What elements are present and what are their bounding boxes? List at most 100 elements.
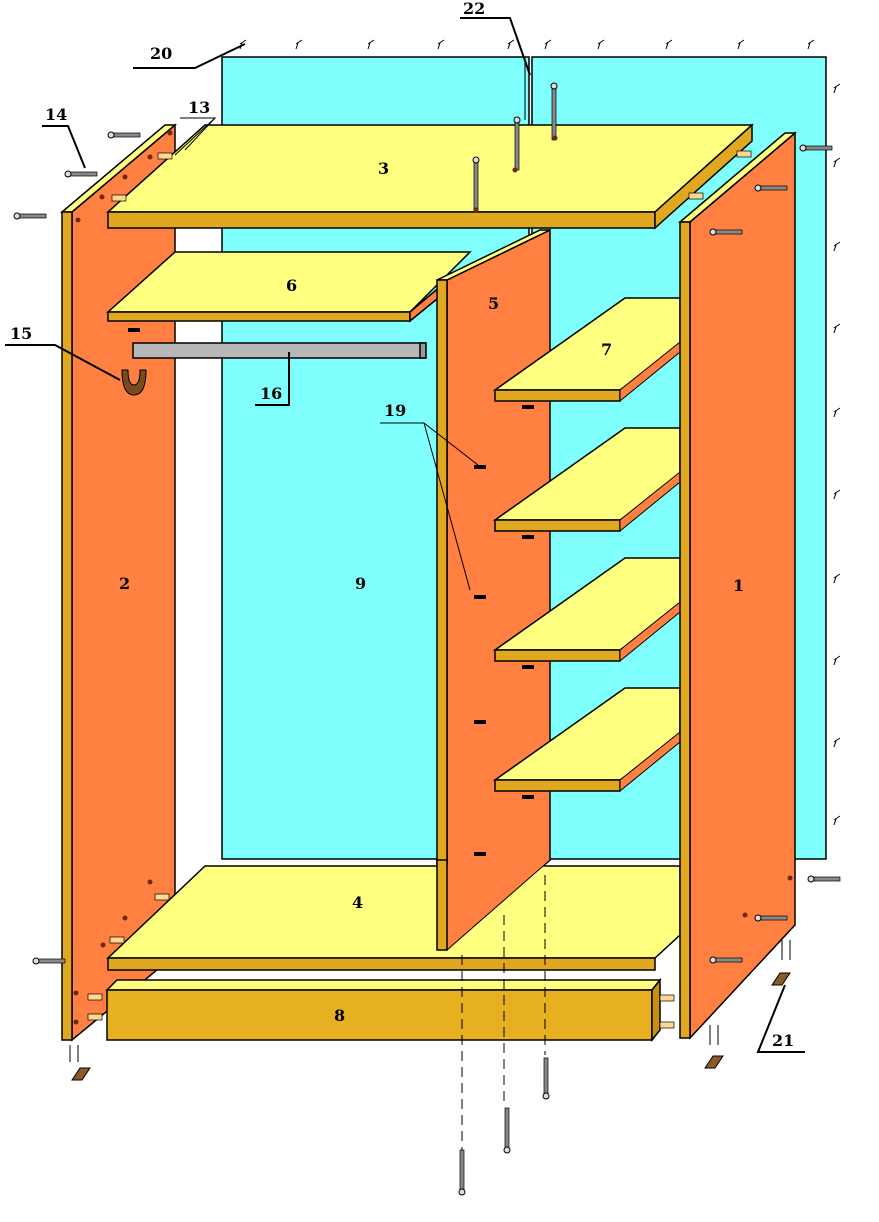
label-6: 6 bbox=[286, 276, 297, 295]
hole-icon bbox=[100, 942, 106, 948]
shelf-6 bbox=[106, 251, 472, 323]
screw-icon bbox=[504, 1107, 510, 1151]
screw-icon bbox=[551, 85, 557, 141]
screw-icon bbox=[17, 213, 47, 219]
hole-icon bbox=[73, 990, 79, 996]
screw-head-icon bbox=[472, 156, 480, 164]
screw-icon bbox=[68, 171, 98, 177]
dowel-icon bbox=[87, 993, 103, 1001]
screw-icon bbox=[803, 145, 833, 151]
shelf-support-icon bbox=[474, 595, 486, 599]
label-3: 3 bbox=[378, 159, 389, 178]
label-5: 5 bbox=[488, 294, 499, 313]
label-1: 1 bbox=[733, 576, 744, 595]
nail-icon bbox=[507, 39, 515, 50]
hole-icon bbox=[147, 154, 153, 160]
screws-group bbox=[13, 82, 841, 1196]
screw-head-icon bbox=[799, 144, 807, 152]
shelves-group bbox=[128, 297, 681, 856]
screw-head-icon bbox=[754, 184, 762, 192]
shelf-support-icon bbox=[474, 465, 486, 469]
side-panel-right bbox=[677, 131, 798, 1040]
nail-icon bbox=[295, 39, 303, 50]
hole-icon bbox=[147, 879, 153, 885]
screw-icon bbox=[713, 957, 743, 963]
screw-icon bbox=[36, 958, 66, 964]
label-7: 7 bbox=[601, 340, 612, 359]
label-13: 13 bbox=[188, 98, 210, 117]
screw-icon bbox=[713, 229, 743, 235]
leader-lines bbox=[5, 17, 805, 1053]
screw-head-icon bbox=[754, 914, 762, 922]
label-14: 14 bbox=[45, 105, 67, 124]
shelf bbox=[492, 297, 681, 409]
nail-icon bbox=[597, 39, 605, 50]
screw-icon bbox=[514, 119, 520, 171]
hole-icon bbox=[122, 174, 128, 180]
label-20: 20 bbox=[150, 44, 172, 63]
nail-icon bbox=[833, 323, 841, 334]
dowel-icon bbox=[736, 150, 752, 158]
shelf-support-icon bbox=[128, 328, 140, 332]
part-labels: 1 2 3 4 5 6 7 8 9 13 14 15 16 19 20 21 2… bbox=[10, 0, 794, 1050]
dowel-icon bbox=[688, 192, 704, 200]
hole-icon bbox=[75, 217, 81, 223]
hole-icon bbox=[73, 1019, 79, 1025]
dowel-icon bbox=[157, 152, 173, 160]
screw-icon bbox=[111, 132, 141, 138]
dowel-icon bbox=[659, 1021, 675, 1029]
screw-icon bbox=[811, 876, 841, 882]
shelf-support-icon bbox=[474, 852, 486, 856]
shelf-support-icon bbox=[522, 665, 534, 669]
screw-head-icon bbox=[513, 116, 521, 124]
nail-icon bbox=[807, 39, 815, 50]
nail-icon bbox=[833, 573, 841, 584]
assembly-dashed-lines bbox=[461, 875, 546, 1150]
shelf-front-edge bbox=[494, 389, 621, 402]
nail-icon bbox=[833, 241, 841, 252]
hole-icon bbox=[167, 130, 173, 136]
shelf-support-icon bbox=[522, 405, 534, 409]
screw-icon bbox=[473, 159, 479, 211]
hole-icon bbox=[552, 135, 558, 141]
hole-icon bbox=[787, 875, 793, 881]
screw-head-icon bbox=[550, 82, 558, 90]
top-panel bbox=[106, 123, 754, 230]
hanging-rod bbox=[132, 342, 427, 359]
hole-icon bbox=[742, 912, 748, 918]
nail-icon bbox=[833, 157, 841, 168]
dowel-icon bbox=[111, 194, 127, 202]
nail-icon bbox=[833, 815, 841, 826]
screw-icon bbox=[758, 185, 788, 191]
screw-head-icon bbox=[709, 228, 717, 236]
screw-head-icon bbox=[709, 956, 717, 964]
hole-icon bbox=[99, 194, 105, 200]
label-22: 22 bbox=[463, 0, 485, 18]
nail-icon bbox=[367, 39, 375, 50]
partition-panel-front bbox=[436, 859, 551, 951]
screw-head-icon bbox=[458, 1188, 466, 1196]
screw-icon bbox=[758, 915, 788, 921]
nail-icon bbox=[665, 39, 673, 50]
nail-icon bbox=[737, 39, 745, 50]
label-8: 8 bbox=[334, 1006, 345, 1025]
nail-icon bbox=[833, 83, 841, 94]
screw-head-icon bbox=[503, 1146, 511, 1154]
nail-icon bbox=[833, 407, 841, 418]
label-15: 15 bbox=[10, 324, 32, 343]
nail-icon bbox=[833, 737, 841, 748]
shelf bbox=[492, 687, 681, 799]
leg-pads bbox=[69, 940, 791, 1081]
screw-head-icon bbox=[64, 170, 72, 178]
screw-head-icon bbox=[807, 875, 815, 883]
shelf-front-edge bbox=[494, 649, 621, 662]
plinth bbox=[105, 977, 662, 1043]
partition-panel bbox=[436, 228, 551, 952]
nail-icon bbox=[833, 489, 841, 500]
shelf-support-icon bbox=[522, 535, 534, 539]
label-21: 21 bbox=[772, 1031, 794, 1050]
dowel-icon bbox=[659, 994, 675, 1002]
shelf-front-edge bbox=[494, 519, 621, 532]
screw-icon bbox=[459, 1149, 465, 1193]
